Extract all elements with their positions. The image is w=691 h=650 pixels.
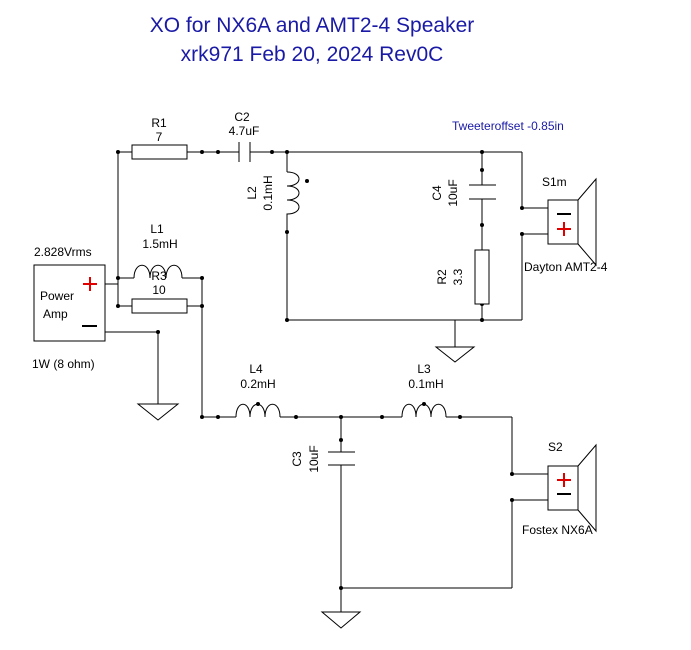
tweeter-offset-note: Tweeteroffset -0.85in — [452, 119, 564, 133]
l4-ref: L4 — [249, 362, 263, 376]
ground-icon-tweeter — [434, 346, 476, 363]
r2-value: 3.3 — [451, 268, 465, 285]
plus-icon — [83, 277, 97, 291]
wires — [105, 151, 548, 612]
title-line-1: XO for NX6A and AMT2-4 Speaker — [150, 14, 475, 37]
r1-value: 7 — [156, 130, 163, 144]
c3-value: 10uF — [307, 445, 321, 472]
plus-icon — [557, 473, 571, 487]
amp-label-2: Amp — [43, 307, 68, 321]
l2-value: 0.1mH — [261, 175, 275, 210]
tweeter-ref: S1m — [542, 175, 567, 189]
title-line-2: xrk971 Feb 20, 2024 Rev0C — [181, 43, 444, 66]
inductor-l1: L1 1.5mH — [133, 222, 183, 279]
l1-value: 1.5mH — [142, 237, 177, 251]
c2-value: 4.7uF — [229, 124, 260, 138]
power-amp: 2.828Vrms Power Amp 1W (8 ohm) — [32, 245, 106, 371]
l2-ref: L2 — [245, 186, 259, 200]
r3-ref: R3 — [151, 269, 167, 283]
c2-ref: C2 — [234, 110, 250, 124]
speaker-woofer: S2 Fostex NX6A — [522, 440, 597, 537]
ground-icon-amp — [136, 403, 180, 421]
c4-value: 10uF — [446, 179, 460, 206]
amp-rating: 1W (8 ohm) — [32, 357, 95, 371]
tweeter-name: Dayton AMT2-4 — [524, 260, 608, 274]
amp-label-1: Power — [40, 289, 74, 303]
l3-ref: L3 — [417, 362, 431, 376]
speaker-tweeter: S1m Dayton AMT2-4 — [524, 175, 608, 274]
r2-ref: R2 — [435, 269, 449, 285]
capacitor-c2: C2 4.7uF — [229, 110, 260, 162]
l4-value: 0.2mH — [240, 377, 275, 391]
l1-ref: L1 — [150, 222, 164, 236]
junction-dots — [116, 150, 524, 590]
r3-value: 10 — [152, 283, 166, 297]
r1-ref: R1 — [151, 116, 167, 130]
plus-icon — [557, 222, 571, 236]
inductor-l4: L4 0.2mH — [235, 362, 281, 418]
capacitor-c4: C4 10uF — [430, 179, 496, 207]
woofer-name: Fostex NX6A — [522, 523, 593, 537]
amp-voltage: 2.828Vrms — [34, 245, 92, 259]
c4-ref: C4 — [430, 185, 444, 201]
inductor-l2: L2 0.1mH — [245, 171, 309, 216]
l3-value: 0.1mH — [408, 377, 443, 391]
capacitor-c3: C3 10uF — [290, 445, 355, 473]
resistor-r1: R1 7 — [131, 116, 188, 160]
resistor-r2: R2 3.3 — [435, 249, 490, 305]
c3-ref: C3 — [290, 451, 304, 467]
woofer-ref: S2 — [548, 440, 563, 454]
inductor-l3: L3 0.1mH — [401, 362, 447, 418]
resistor-r3: R3 10 — [131, 269, 188, 314]
ground-icon-woofer — [320, 611, 362, 629]
